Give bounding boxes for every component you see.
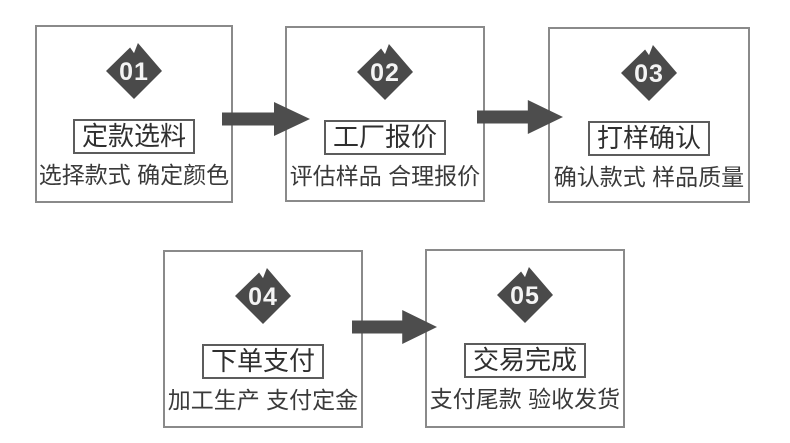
step-5-title: 交易完成 [463,343,586,378]
step-4-subtitle: 加工生产 支付定金 [167,387,359,413]
step-3-title: 打样确认 [587,121,710,156]
step-box-1: 01 定款选料 选择款式 确定颜色 [35,25,233,203]
step-2-number: 02 [370,59,400,87]
step-2-title: 工厂报价 [323,120,446,155]
step-1-number: 01 [119,58,149,86]
flow-arrow-1-to-2-icon [222,102,310,136]
flow-arrow-4-to-5-icon [352,310,437,344]
step-3-diamond-badge: 03 [621,45,677,101]
step-box-3: 03 打样确认 确认款式 样品质量 [548,27,750,203]
step-2-diamond-badge: 02 [357,44,413,100]
flow-arrow-2-to-3-icon [477,100,563,134]
step-3-subtitle: 确认款式 样品质量 [553,164,745,190]
step-1-diamond-badge: 01 [106,43,162,99]
step-3-number: 03 [634,60,664,88]
step-4-number: 04 [248,283,278,311]
step-5-subtitle: 支付尾款 验收发货 [429,386,621,412]
step-1-title: 定款选料 [72,119,195,154]
step-5-diamond-badge: 05 [497,267,553,323]
step-4-title: 下单支付 [201,344,324,379]
step-2-subtitle: 评估样品 合理报价 [289,163,481,189]
step-1-subtitle: 选择款式 确定颜色 [38,162,230,188]
step-4-diamond-badge: 04 [235,268,291,324]
step-box-2: 02 工厂报价 评估样品 合理报价 [285,26,485,202]
step-5-number: 05 [510,282,540,310]
step-box-4: 04 下单支付 加工生产 支付定金 [163,250,363,428]
step-box-5: 05 交易完成 支付尾款 验收发货 [425,249,625,428]
